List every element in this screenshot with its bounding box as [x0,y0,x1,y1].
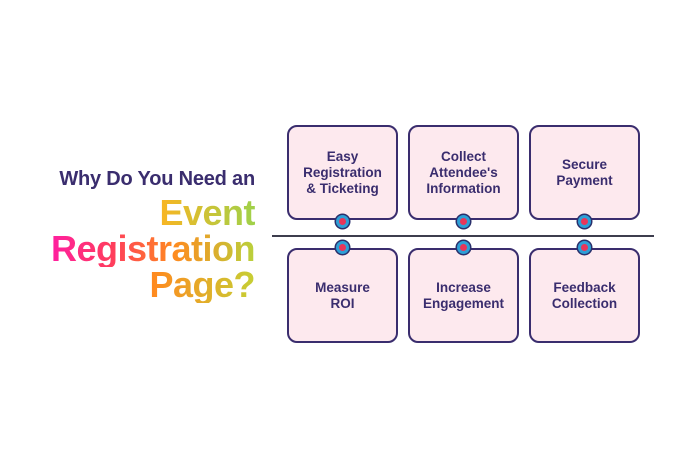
connector-dot-bottom-2 [457,241,470,254]
card-secure-payment: Secure Payment [529,125,640,220]
heading-line-registration: Registration [50,228,256,269]
card-feedback-collection: Feedback Collection [529,248,640,343]
connector-dot-top-3 [578,215,591,228]
heading-block: Why Do You Need an Event Registration Pa… [50,166,256,303]
card-increase-engagement: Increase Engagement [408,248,519,343]
card-label: Increase Engagement [422,279,504,311]
card-label: Easy Registration & Ticketing [303,148,382,196]
card-collect-information: Collect Attendee's Information [408,125,519,220]
card-label: Feedback Collection [551,279,618,311]
heading-line-event: Event [51,195,255,231]
card-easy-registration: Easy Registration & Ticketing [287,125,398,220]
card-label: Collect Attendee's Information [426,148,501,196]
heading-subtitle: Why Do You Need an [59,168,255,190]
connector-dot-bottom-1 [336,241,349,254]
heading-line-page: Page? [51,267,255,303]
connector-dot-bottom-3 [578,241,591,254]
card-label: Secure Payment [556,156,613,188]
connector-dot-top-1 [336,215,349,228]
card-measure-roi: Measure ROI [287,248,398,343]
connector-dot-top-2 [457,215,470,228]
timeline-line [272,235,654,237]
card-label: Measure ROI [315,279,370,311]
